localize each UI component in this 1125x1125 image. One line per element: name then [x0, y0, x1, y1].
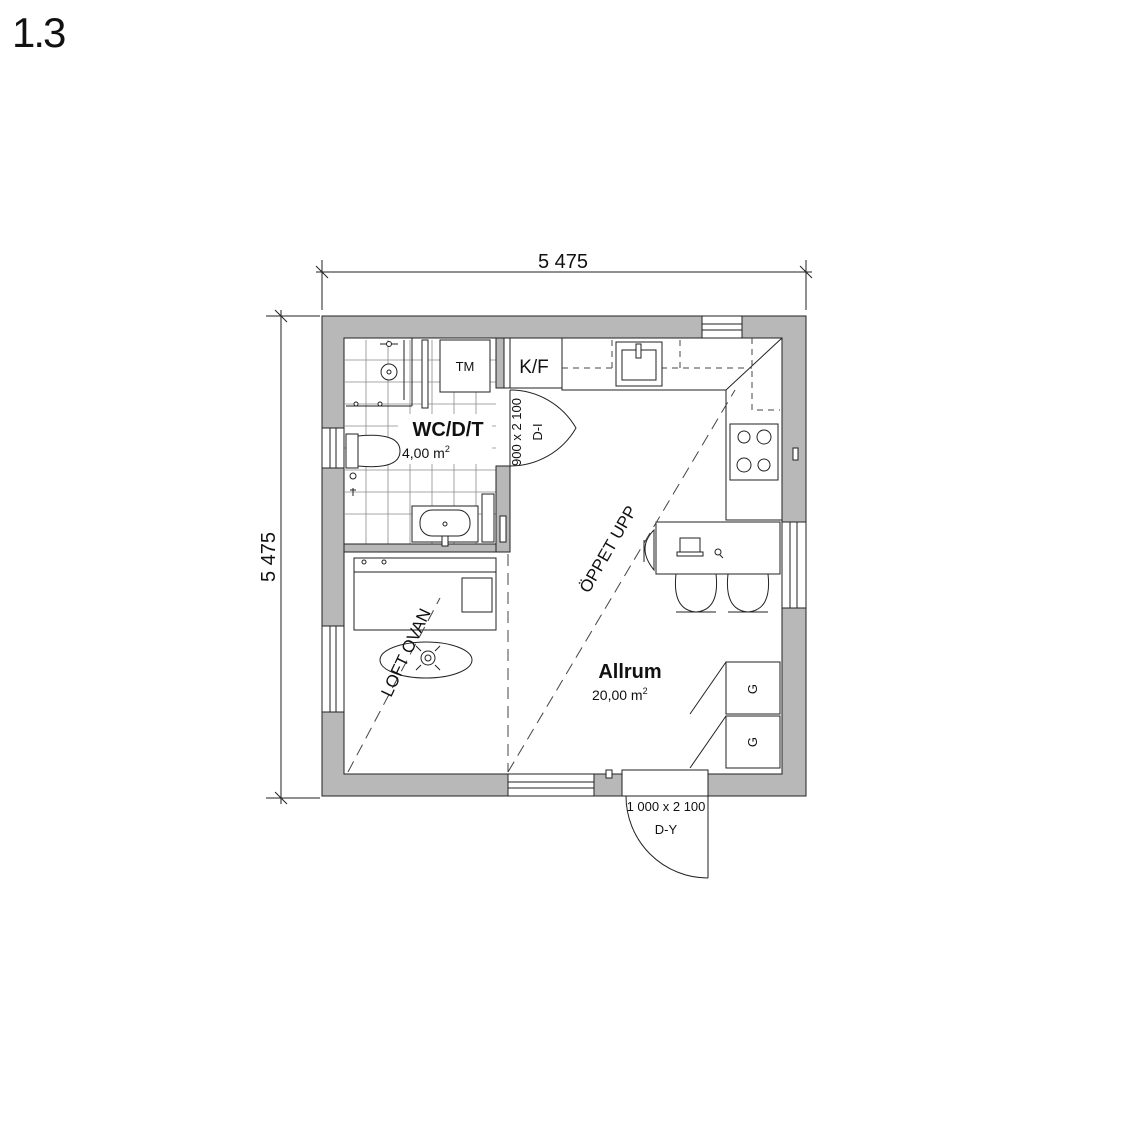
living-room-area: 20,00 m2 [592, 686, 648, 703]
cooktop [729, 423, 779, 481]
sofa [353, 557, 497, 631]
toilet-paper-holder [349, 472, 357, 496]
wardrobe-2-label: G [745, 737, 760, 747]
window-bottom [507, 773, 595, 797]
dining-table [655, 521, 781, 575]
door-handle [605, 769, 613, 779]
height-dimension [266, 309, 320, 805]
kitchen-counter [561, 337, 783, 521]
fridge-freezer [509, 337, 563, 389]
interior-door-code: D-I [530, 423, 545, 440]
shower-enclosure [346, 338, 413, 407]
width-dimension [315, 260, 813, 310]
window-left-lower [321, 625, 345, 713]
bathroom-name: WC/D/T [412, 419, 483, 441]
chair-bottom-1 [674, 573, 718, 613]
fridge-freezer-label: K/F [519, 357, 549, 378]
upper-cabinets [562, 338, 780, 411]
chair-left [643, 528, 655, 572]
magnifier-icon [714, 548, 724, 559]
loft-outline [347, 389, 736, 773]
window-right [781, 521, 807, 609]
sheet-number: 1.3 [12, 9, 66, 56]
living-room-name: Allrum [598, 661, 661, 683]
shower-mixer [380, 341, 398, 381]
height-dimension-label: 5 475 [258, 532, 280, 582]
washing-machine [439, 339, 491, 393]
width-dimension-label: 5 475 [538, 251, 588, 273]
socket [792, 447, 799, 461]
exterior-door-code: D-Y [655, 822, 678, 837]
plant-icon [415, 645, 441, 671]
exterior-door [621, 769, 709, 879]
wall-outlets [361, 559, 387, 565]
wardrobe-1-label: G [745, 684, 760, 694]
bathroom-cabinet [481, 493, 495, 543]
laptop-icon [676, 537, 704, 557]
interior-door-size: 900 x 2 100 [509, 398, 524, 466]
washing-machine-label: TM [456, 359, 475, 374]
window-top-right [701, 315, 743, 339]
bathroom-sink [411, 505, 479, 547]
open-up-label: ÖPPET UPP [576, 502, 641, 596]
toilet [345, 433, 401, 469]
kitchen-sink [615, 341, 663, 387]
exterior-door-size: 1 000 x 2 100 [627, 799, 706, 814]
chair-bottom-2 [726, 573, 770, 613]
wardrobe-1 [689, 661, 781, 715]
towel-dryer [421, 339, 429, 409]
bathroom-area: 4,00 m2 [402, 444, 450, 461]
window-left-upper [321, 427, 345, 469]
bathroom-door-frame [499, 515, 507, 543]
shower-floor-drain [353, 401, 383, 407]
wardrobe-2 [689, 715, 781, 769]
